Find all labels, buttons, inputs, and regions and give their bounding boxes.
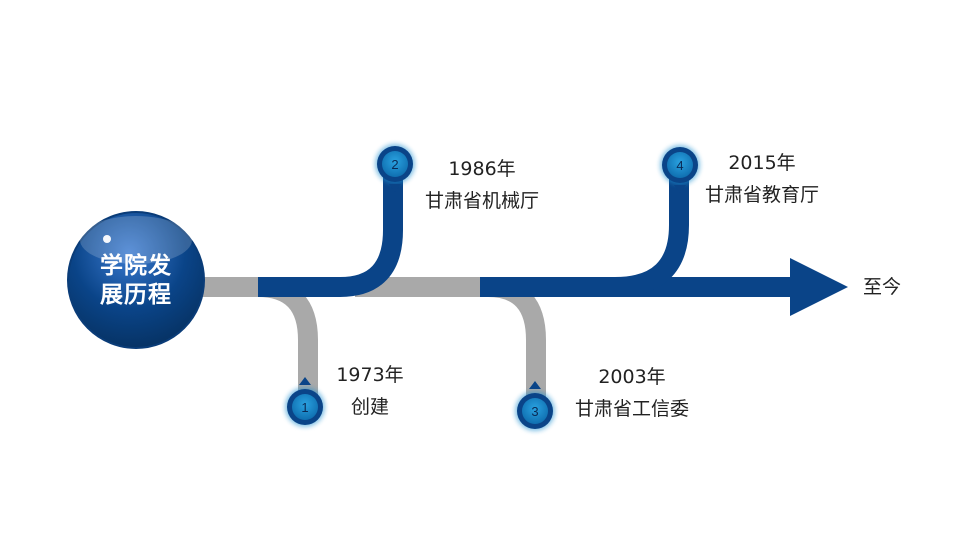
arrow-head bbox=[790, 258, 848, 316]
end-label: 至今 bbox=[862, 276, 902, 298]
milestone-2-text: 甘肃省机械厅 bbox=[424, 190, 540, 212]
hub-shine bbox=[80, 216, 192, 264]
milestone-4-text: 甘肃省教育厅 bbox=[704, 184, 820, 206]
hub-title-line-1: 学院发 bbox=[100, 253, 172, 279]
milestone-1-text: 创建 bbox=[350, 396, 390, 418]
node-1 bbox=[285, 377, 325, 427]
milestone-3-year: 2003年 bbox=[598, 366, 666, 388]
hub-circle bbox=[67, 211, 205, 349]
milestone-4-year: 2015年 bbox=[728, 152, 796, 174]
milestone-3-text: 甘肃省工信委 bbox=[574, 398, 690, 420]
track-blue-branch-4 bbox=[614, 170, 689, 297]
node-4 bbox=[660, 145, 700, 193]
node-4-number: 4 bbox=[676, 158, 683, 173]
node-3 bbox=[515, 381, 555, 431]
hub-sparkle bbox=[103, 235, 111, 243]
node-2 bbox=[375, 144, 415, 192]
hub-title-line-2: 展历程 bbox=[100, 282, 172, 308]
node-3-number: 3 bbox=[531, 404, 538, 419]
track-blue-start bbox=[258, 170, 403, 297]
track-gray-branch-3 bbox=[480, 277, 546, 400]
track-gray-branch-1 bbox=[200, 277, 318, 395]
node-2-number: 2 bbox=[391, 157, 398, 172]
node-1-number: 1 bbox=[301, 400, 308, 415]
milestone-1-year: 1973年 bbox=[336, 364, 404, 386]
milestone-2-year: 1986年 bbox=[448, 158, 516, 180]
